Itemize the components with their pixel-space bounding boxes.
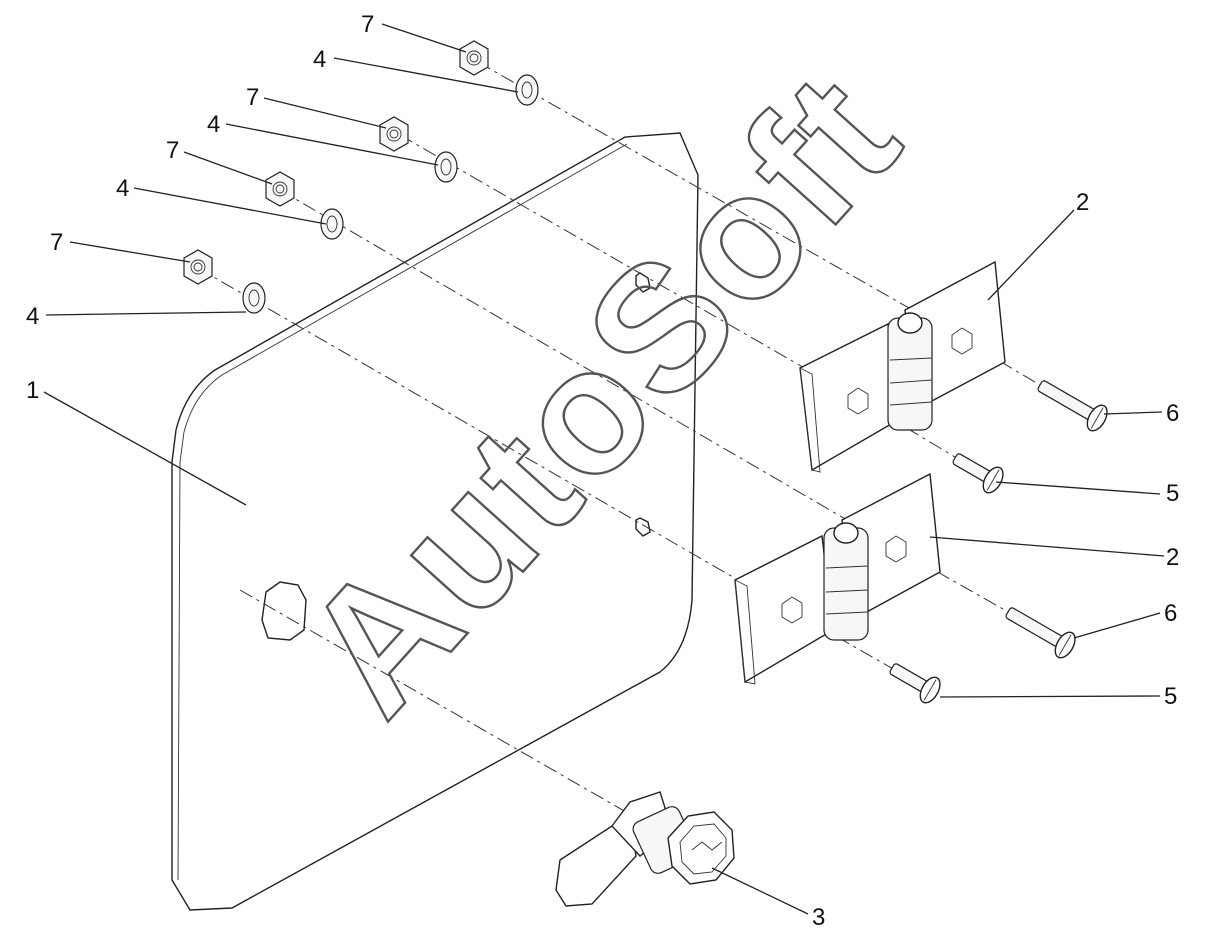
callout-4: 4 — [26, 303, 39, 330]
lock-washer-icon — [242, 74, 539, 314]
callout-6: 6 — [1164, 600, 1177, 627]
panel-hole — [635, 272, 651, 293]
slotted-screw-icon — [889, 380, 1108, 704]
callout-7: 7 — [246, 84, 259, 111]
callout-7: 7 — [361, 11, 374, 38]
hex-nut-icon — [183, 40, 489, 285]
hinge-icon — [734, 472, 941, 685]
callout-4: 4 — [207, 111, 220, 138]
callout-4: 4 — [313, 46, 326, 73]
panel-hole-lock — [261, 581, 307, 641]
hinge-icon — [799, 260, 1006, 473]
cam-lock-icon — [555, 791, 735, 907]
callout-7: 7 — [50, 229, 63, 256]
leader-lines — [43, 23, 1165, 915]
callout-7: 7 — [166, 137, 179, 164]
callout-1: 1 — [26, 377, 39, 404]
callout-6: 6 — [1166, 400, 1179, 427]
panel-hole — [635, 517, 651, 537]
door-panel — [171, 132, 699, 911]
callout-5: 5 — [1164, 683, 1177, 710]
callout-2: 2 — [1166, 544, 1179, 571]
callout-3: 3 — [812, 904, 825, 931]
callout-5: 5 — [1166, 480, 1179, 507]
callout-labels: 7 4 7 4 7 4 7 4 1 2 6 5 2 6 5 3 — [26, 11, 1179, 931]
callout-4: 4 — [116, 175, 129, 202]
callout-2: 2 — [1076, 189, 1089, 216]
